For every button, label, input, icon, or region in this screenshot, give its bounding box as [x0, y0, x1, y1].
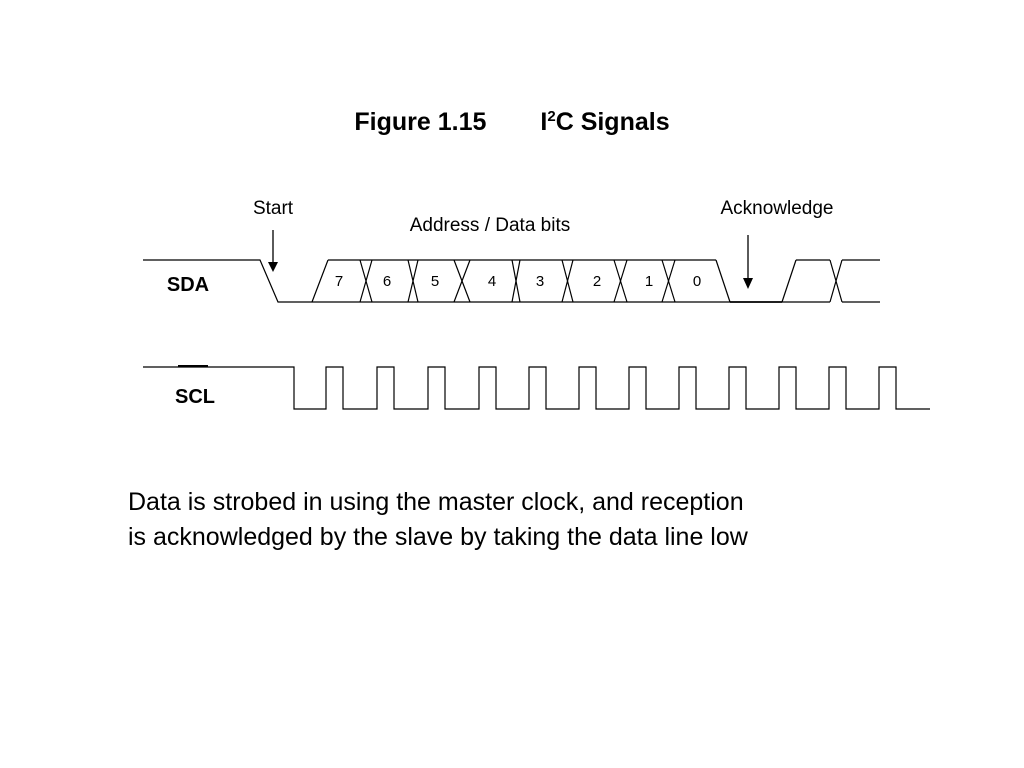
figure-title: Figure 1.15 I2C Signals: [0, 108, 1024, 137]
sda-acknowledge-waveform: [730, 259, 880, 303]
bit-label: 2: [593, 273, 601, 290]
acknowledge-label: Acknowledge: [720, 198, 833, 219]
sda-bit-transitions: [311, 259, 731, 303]
bit-label: 1: [645, 273, 653, 290]
sda-label: SDA: [167, 274, 209, 296]
figure-number: Figure 1.15: [354, 108, 487, 136]
start-label: Start: [253, 198, 294, 219]
scl-label: SCL: [175, 386, 215, 408]
figure-title-pre: I: [540, 108, 548, 136]
caption-line-2: is acknowledged by the slave by taking t…: [128, 523, 748, 551]
bit-label: 5: [431, 273, 439, 290]
bit-label: 0: [693, 273, 701, 290]
figure-title-post: C Signals: [555, 108, 670, 136]
scl-clock-waveform: [143, 366, 930, 410]
bit-label: 7: [335, 273, 343, 290]
caption: Data is strobed in using the master cloc…: [128, 485, 888, 555]
acknowledge-arrow: [743, 235, 753, 289]
sda-start-waveform: [143, 259, 312, 303]
address-data-bits-label: Address / Data bits: [410, 215, 571, 236]
bit-label: 3: [536, 273, 544, 290]
figure-title-superscript: 2: [547, 108, 556, 125]
bit-label: 4: [488, 273, 496, 290]
bit-labels: 7 6 5 4 3 2 1 0: [335, 273, 701, 290]
start-arrow: [268, 230, 278, 272]
caption-line-1: Data is strobed in using the master cloc…: [128, 488, 744, 516]
bit-label: 6: [383, 273, 391, 290]
